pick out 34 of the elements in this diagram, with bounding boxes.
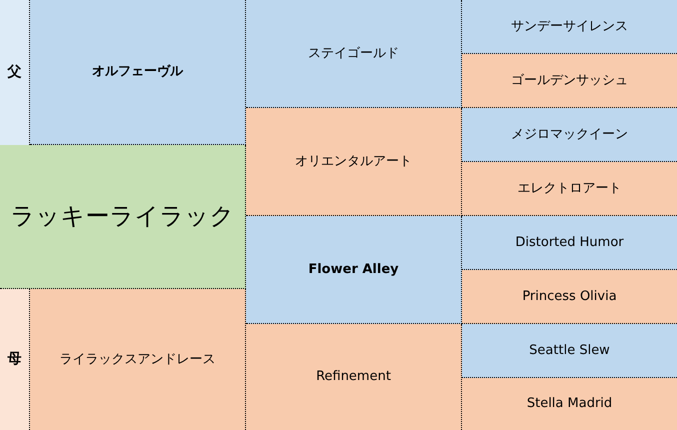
pedigree-cell — [462, 54, 677, 108]
horse-name: Princess Olivia — [522, 288, 617, 304]
horse-name: Refinement — [316, 369, 391, 385]
sire-side-cell — [0, 0, 30, 145]
horse-name: メジロマックイーン — [511, 126, 628, 142]
horse-name: ステイゴールド — [308, 46, 399, 62]
horse-name: エレクトロアート — [518, 180, 622, 196]
pedigree-cell — [462, 270, 677, 324]
parent-label: 母 — [8, 351, 22, 368]
horse-name: Flower Alley — [308, 262, 399, 278]
horse-name: ライラックスアンドレース — [60, 352, 216, 368]
pedigree-cell — [462, 378, 677, 430]
horse-name: Stella Madrid — [526, 396, 612, 412]
pedigree-cell — [462, 162, 677, 216]
pedigree-cell — [246, 216, 462, 324]
pedigree-cell — [246, 108, 462, 216]
pedigree-cell — [246, 0, 462, 108]
pedigree-cell — [462, 0, 677, 54]
horse-name: Distorted Humor — [515, 234, 624, 250]
horse-name: ラッキーライラック — [10, 202, 234, 231]
horse-name: オルフェーヴル — [92, 64, 183, 80]
pedigree-cell — [246, 324, 462, 430]
subject-cell — [0, 145, 246, 289]
pedigree-cell — [30, 0, 246, 145]
pedigree-cell — [462, 216, 677, 270]
horse-name: オリエンタルアート — [295, 154, 412, 170]
horse-name: Seattle Slew — [529, 342, 610, 358]
pedigree-cell — [462, 108, 677, 162]
horse-name: ゴールデンサッシュ — [511, 72, 628, 88]
parent-label: 父 — [8, 64, 22, 81]
dam-side-cell — [0, 289, 30, 430]
pedigree-cell — [462, 324, 677, 378]
pedigree-cell — [30, 289, 246, 430]
horse-name: サンデーサイレンス — [511, 18, 628, 34]
